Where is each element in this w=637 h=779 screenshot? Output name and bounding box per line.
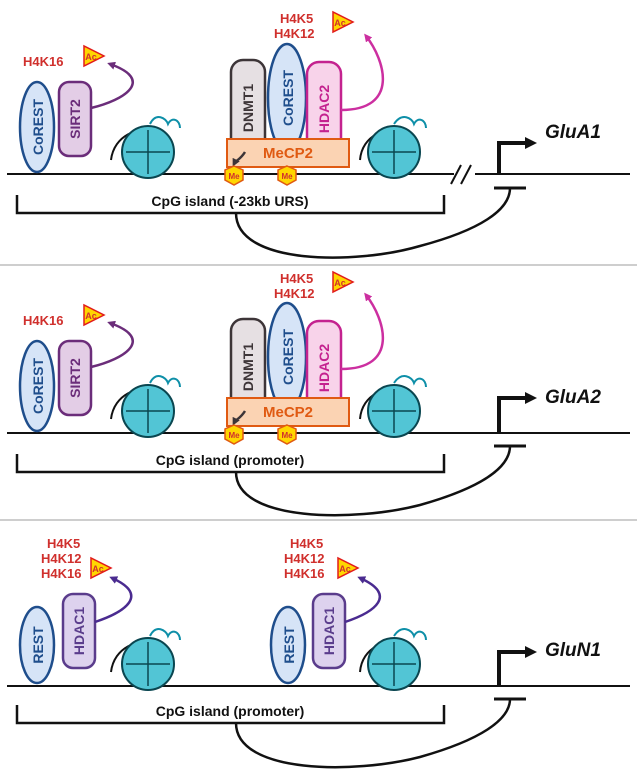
histone-mark-label: H4K16	[41, 566, 81, 581]
sirt2-protein	[57, 80, 93, 158]
svg-text:Me: Me	[281, 431, 293, 440]
svg-text:Ac: Ac	[85, 52, 97, 62]
deacetylation-arrow	[94, 576, 133, 624]
hdac1-label: HDAC1	[321, 607, 337, 655]
dna-break-icon	[450, 164, 472, 185]
nucleosome	[359, 375, 427, 438]
methyl-mark-icon: Me	[224, 165, 244, 186]
svg-text:Me: Me	[281, 172, 293, 181]
cpg-bracket	[15, 454, 446, 474]
svg-text:Me: Me	[228, 431, 240, 440]
histone-mark-label: H4K12	[274, 286, 314, 301]
nucleosome	[110, 116, 181, 179]
sirt2-label: SIRT2	[67, 358, 83, 398]
acetyl-mark-icon: Ac	[332, 270, 355, 294]
rest-protein	[269, 605, 307, 685]
acetyl-mark-icon: Ac	[90, 556, 113, 580]
corest-sirt2-complex: CoREST SIRT2 H4K16 Ac	[18, 303, 134, 433]
histone-mark-label: H4K5	[280, 271, 313, 286]
methylation-arrow	[232, 410, 247, 426]
dnmt1-label: DNMT1	[240, 84, 256, 132]
corest-label: CoREST	[30, 358, 46, 414]
deacetylation-arrow	[90, 320, 134, 369]
dnmt1-corest-hdac2-mecp2-complex: DNMT1 CoREST HDAC2 MeCP2 Me Me H4K5 H4K1…	[224, 270, 384, 445]
histone-mark-label: H4K16	[23, 54, 63, 69]
acetyl-mark-icon: Ac	[332, 10, 355, 34]
panel-glua2: GluA2 CpG island (promoter) CoREST SIRT2…	[7, 270, 630, 517]
histone-mark-label: H4K12	[274, 26, 314, 41]
methyl-mark-icon: Me	[277, 424, 297, 445]
panel-glua1: GluA1 CpG island (-23kb URS) CoREST	[7, 10, 630, 259]
svg-text:Me: Me	[228, 172, 240, 181]
corest-label: CoREST	[280, 70, 296, 126]
cpg-island-label: CpG island (promoter)	[156, 452, 305, 468]
gene-label: GluA2	[545, 387, 601, 408]
rest-hdac1-complex: REST HDAC1 H4K5 H4K12 H4K16 Ac	[269, 536, 382, 685]
corest-label: CoREST	[30, 99, 46, 155]
deacetylation-arrow	[340, 292, 384, 371]
cpg-bracket	[15, 195, 446, 215]
repression-loop	[234, 187, 512, 259]
histone-mark-label: H4K16	[284, 566, 324, 581]
hdac2-label: HDAC2	[316, 85, 332, 133]
hdac1-label: HDAC1	[71, 607, 87, 655]
deacetylation-arrow	[90, 61, 134, 110]
nucleosome	[110, 628, 181, 691]
panel-glun1: GluN1 CpG island (promoter) REST HDAC1	[7, 536, 630, 769]
hdac1-protein	[61, 592, 97, 670]
repression-loop	[234, 445, 512, 517]
rest-hdac1-complex: REST HDAC1 H4K5 H4K12 H4K16 Ac	[18, 536, 133, 685]
cpg-bracket	[15, 705, 446, 725]
deacetylation-arrow	[344, 576, 382, 624]
sirt2-protein	[57, 339, 93, 417]
acetyl-mark-icon: Ac	[337, 556, 360, 580]
hdac1-protein	[311, 592, 347, 670]
sirt2-label: SIRT2	[67, 99, 83, 139]
corest-protein	[18, 80, 56, 174]
histone-mark-label: H4K5	[47, 536, 80, 551]
histone-mark-label: H4K12	[41, 551, 81, 566]
histone-mark-label: H4K5	[280, 11, 313, 26]
dnmt1-label: DNMT1	[240, 343, 256, 391]
rest-label: REST	[30, 626, 46, 664]
corest-label: CoREST	[280, 329, 296, 385]
gene-label: GluA1	[545, 122, 601, 143]
dnmt1-corest-hdac2-mecp2-complex: DNMT1 CoREST HDAC2 MeCP2 Me Me H4K5 H4K1…	[224, 10, 384, 186]
nucleosome	[359, 116, 427, 179]
methyl-mark-icon: Me	[224, 424, 244, 445]
svg-text:Ac: Ac	[339, 564, 351, 574]
svg-text:Ac: Ac	[334, 18, 346, 28]
corest-sirt2-complex: CoREST SIRT2 H4K16 Ac	[18, 44, 134, 174]
hdac2-label: HDAC2	[316, 344, 332, 392]
histone-mark-label: H4K16	[23, 313, 63, 328]
methylation-arrow	[232, 151, 247, 167]
deacetylation-arrow	[340, 33, 384, 112]
acetyl-mark-icon: Ac	[83, 44, 106, 68]
svg-text:Ac: Ac	[334, 278, 346, 288]
mecp2-protein	[226, 397, 350, 427]
acetyl-mark-icon: Ac	[83, 303, 106, 327]
transcription-start-arrow	[497, 646, 537, 686]
svg-text:Ac: Ac	[92, 564, 104, 574]
gene-label: GluN1	[545, 640, 601, 661]
methyl-mark-icon: Me	[277, 165, 297, 186]
cpg-island-label: CpG island (-23kb URS)	[151, 193, 308, 209]
transcription-start-arrow	[497, 137, 537, 174]
mecp2-label: MeCP2	[263, 404, 313, 421]
repression-loop	[234, 698, 512, 769]
nucleosome	[359, 628, 427, 691]
svg-text:Ac: Ac	[85, 311, 97, 321]
mecp2-label: MeCP2	[263, 145, 313, 162]
rest-protein	[18, 605, 56, 685]
rest-label: REST	[281, 626, 297, 664]
transcription-start-arrow	[497, 392, 537, 433]
cpg-island-label: CpG island (promoter)	[156, 703, 305, 719]
histone-mark-label: H4K5	[290, 536, 323, 551]
nucleosome	[110, 375, 181, 438]
corest-protein	[18, 339, 56, 433]
histone-mark-label: H4K12	[284, 551, 324, 566]
